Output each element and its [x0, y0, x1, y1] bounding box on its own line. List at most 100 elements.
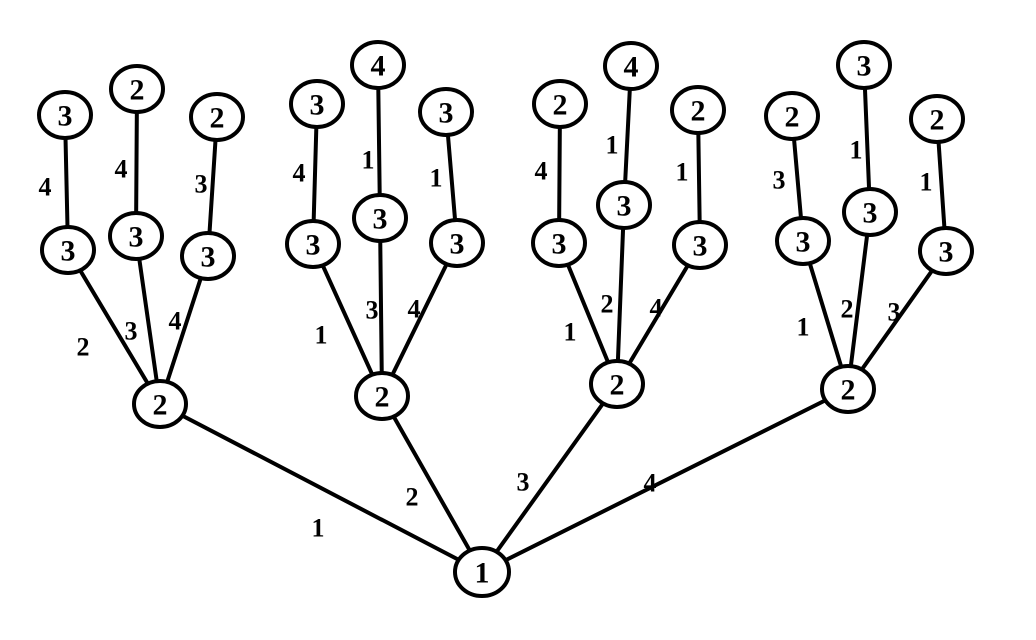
node-branch-2-child-3: 3	[429, 218, 485, 268]
edge-label-branch-1-child-1: 2	[77, 333, 90, 362]
node-branch-4-label: 2	[841, 374, 856, 407]
edge-label-root-branch-1: 1	[312, 514, 325, 543]
node-branch-2-leaf-1: 3	[289, 79, 345, 129]
node-branch-4-child-2-circle	[842, 187, 898, 237]
edge-label-branch-2-child-3: 4	[408, 295, 421, 324]
node-branch-3-leaf-1-circle	[532, 79, 588, 129]
edge-label-root-branch-2: 2	[406, 483, 419, 512]
edge-branch-1-child-3	[158, 254, 210, 406]
edge-label-branch-4-leaf-3: 1	[920, 168, 933, 197]
node-branch-1-circle	[132, 379, 188, 429]
node-branch-4-leaf-1-label: 2	[785, 101, 800, 134]
node-branch-4-leaf-2: 3	[836, 40, 892, 90]
edge-branch-3-child-3	[615, 243, 702, 386]
node-branch-4-child-3-label: 3	[939, 236, 954, 269]
edge-label-branch-1-child-3: 4	[169, 307, 182, 336]
node-branch-1-leaf-2-circle	[109, 64, 165, 114]
edge-branch-3-child-2	[615, 203, 626, 386]
node-root-label: 1	[475, 557, 490, 590]
node-branch-1-child-3-label: 3	[201, 241, 216, 274]
node-branch-4-leaf-3-circle	[909, 94, 965, 144]
edge-branch-2-leaf-2	[376, 63, 382, 220]
node-branch-3-child-1: 3	[531, 218, 587, 268]
edge-label-root-branch-4: 4	[644, 469, 657, 498]
node-branch-2: 2	[354, 371, 410, 421]
edge-root-branch-1	[158, 402, 484, 574]
node-branch-4-child-3: 3	[918, 226, 974, 276]
edge-branch-4-child-3	[846, 249, 948, 391]
node-branch-3-circle	[589, 359, 645, 409]
edge-root-branch-2	[380, 394, 484, 574]
node-branch-3-leaf-1: 2	[532, 79, 588, 129]
node-branch-3-child-3-circle	[672, 220, 728, 270]
node-branch-3-child-2-circle	[596, 180, 652, 230]
node-branch-4-child-1-label: 3	[796, 226, 811, 259]
edge-label-branch-1-leaf-1: 4	[39, 173, 52, 202]
node-branch-1-leaf-3: 2	[189, 92, 245, 142]
node-branch-3-label: 2	[610, 369, 625, 402]
node-branch-1-child-3-circle	[180, 231, 236, 281]
edge-label-branch-2-leaf-3: 1	[430, 164, 443, 193]
node-branch-2-child-2-circle	[352, 193, 408, 243]
node-branch-3-child-1-circle	[531, 218, 587, 268]
node-branch-2-circle	[354, 371, 410, 421]
edge-label-branch-3-leaf-1: 4	[535, 157, 548, 186]
node-branch-2-label: 2	[375, 381, 390, 414]
node-branch-1-child-1: 3	[40, 225, 96, 275]
edge-label-root-branch-3: 3	[517, 468, 530, 497]
edge-root-branch-4	[480, 387, 850, 574]
edge-label-branch-2-child-2: 3	[366, 296, 379, 325]
edges-layer	[63, 63, 948, 574]
edge-branch-1-child-1	[66, 248, 162, 406]
node-branch-3-leaf-2: 4	[603, 41, 659, 91]
node-branch-4-leaf-2-circle	[836, 40, 892, 90]
node-branch-1: 2	[132, 379, 188, 429]
node-branch-2-leaf-1-label: 3	[310, 89, 325, 122]
node-root: 1	[453, 546, 511, 598]
edge-label-branch-3-child-1: 1	[564, 318, 577, 347]
edge-branch-4-child-2	[846, 210, 872, 391]
node-branch-3-leaf-2-circle	[603, 41, 659, 91]
node-branch-4: 2	[820, 364, 876, 414]
node-branch-2-child-2: 3	[352, 193, 408, 243]
node-branch-2-leaf-2: 4	[350, 40, 406, 90]
node-branch-3: 2	[589, 359, 645, 409]
node-branch-1-child-2-circle	[108, 211, 164, 261]
node-branch-2-leaf-3-circle	[418, 87, 474, 137]
node-branch-2-child-1-label: 3	[306, 229, 321, 262]
node-branch-2-leaf-3-label: 3	[439, 97, 454, 130]
edge-branch-2-child-2	[378, 216, 384, 398]
node-branch-3-leaf-2-label: 4	[624, 51, 639, 84]
node-branch-1-leaf-1: 3	[37, 90, 93, 140]
edge-label-branch-3-child-2: 2	[601, 290, 614, 319]
node-branch-3-child-1-label: 3	[552, 228, 567, 261]
edge-label-branch-4-child-1: 1	[797, 313, 810, 342]
node-branch-3-child-2: 3	[596, 180, 652, 230]
edge-branch-4-child-1	[801, 239, 850, 391]
node-branch-4-leaf-2-label: 3	[857, 50, 872, 83]
edge-branch-1-child-2	[134, 234, 162, 406]
edge-label-branch-4-child-3: 3	[888, 298, 901, 327]
edge-label-branch-4-child-2: 2	[841, 295, 854, 324]
node-branch-3-child-2-label: 3	[617, 190, 632, 223]
edge-label-branch-3-leaf-3: 1	[676, 158, 689, 187]
node-branch-1-child-2-label: 3	[129, 221, 144, 254]
node-branch-2-child-3-circle	[429, 218, 485, 268]
node-branch-3-child-3-label: 3	[693, 230, 708, 263]
node-branch-4-child-2: 3	[842, 187, 898, 237]
edge-branch-2-child-1	[311, 242, 384, 398]
node-branch-1-child-1-circle	[40, 225, 96, 275]
node-branch-4-leaf-1: 2	[764, 91, 820, 141]
node-branch-2-leaf-2-label: 4	[371, 50, 386, 83]
node-root-circle	[453, 546, 511, 598]
edge-label-branch-4-leaf-1: 3	[773, 166, 786, 195]
edge-label-branch-2-child-1: 1	[315, 321, 328, 350]
edge-label-branch-1-leaf-3: 3	[195, 170, 208, 199]
edge-label-branch-3-leaf-2: 1	[606, 131, 619, 160]
node-branch-1-child-3: 3	[180, 231, 236, 281]
node-branch-1-leaf-3-circle	[189, 92, 245, 142]
node-branch-1-leaf-1-label: 3	[58, 100, 73, 133]
node-branch-4-child-1-circle	[775, 216, 831, 266]
